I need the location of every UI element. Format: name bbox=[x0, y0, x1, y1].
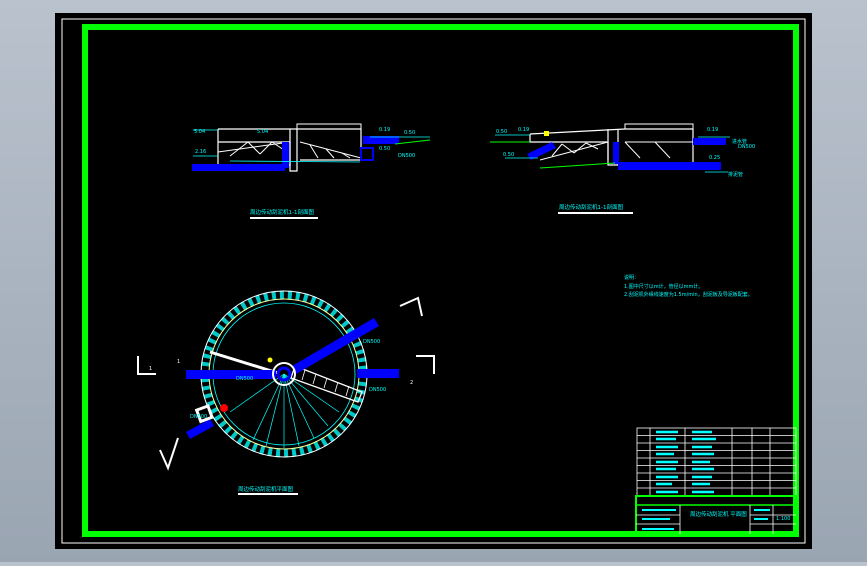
title-drawing-name: 周边传动刮泥机 平面图 bbox=[690, 510, 747, 518]
section-a-label: DN500 bbox=[398, 153, 415, 159]
section-b-label: 0.50 bbox=[503, 152, 514, 158]
notes-line: 1.图中尺寸以m计，管径以mm计。 bbox=[624, 283, 703, 290]
section-b-label: 0.50 bbox=[496, 129, 507, 135]
parts-table-fill bbox=[656, 430, 716, 494]
marker-dot bbox=[220, 404, 228, 412]
section-a-label: 0.50 bbox=[379, 146, 390, 152]
section-a-label: 0.50 bbox=[404, 130, 415, 136]
section-a-label: 2.16 bbox=[195, 149, 206, 155]
notes-line: 2.刮泥机外缘线速度为1.5m/min，刮泥板及导泥板配套。 bbox=[624, 291, 753, 298]
section-b-note: 进水管 bbox=[732, 138, 747, 145]
title-block: 周边传动刮泥机 平面图 1:100 bbox=[635, 495, 797, 535]
section-a-label: 5.04 bbox=[257, 129, 268, 135]
notes-title: 说明： bbox=[624, 274, 639, 281]
plan-label: 1 bbox=[177, 359, 180, 365]
section-b-label: DN500 bbox=[738, 144, 755, 150]
drawing-sheet bbox=[55, 13, 812, 549]
plan-label: DN500 bbox=[190, 414, 207, 420]
plan-label: 2 bbox=[410, 380, 413, 386]
notes: 说明： 1.图中尺寸以m计，管径以mm计。 2.刮泥机外缘线速度为1.5m/mi… bbox=[624, 274, 753, 298]
section-a-caption: 周边传动刮泥机1-1剖面图 bbox=[250, 208, 314, 216]
plan-label: DN500 bbox=[363, 339, 380, 345]
plan-caption: 周边传动刮泥机平面图 bbox=[238, 485, 294, 493]
outer-border bbox=[61, 18, 806, 544]
parts-table bbox=[636, 427, 797, 497]
section-a-label: 5.04 bbox=[194, 129, 205, 135]
section-b-label: 0.19 bbox=[707, 127, 718, 133]
section-b-label: 0.19 bbox=[518, 127, 529, 133]
section-b: 0.50 0.19 0.50 0.19 DN500 0.25 进水管 排泥管 周… bbox=[490, 123, 755, 214]
section-b-caption: 周边传动刮泥机1-1剖面图 bbox=[559, 203, 623, 211]
section-b-note: 排泥管 bbox=[728, 171, 743, 178]
section-b-label: 0.25 bbox=[709, 155, 720, 161]
plan-label: DN500 bbox=[369, 387, 386, 393]
plan-label: 1 bbox=[149, 366, 152, 372]
plan-view: DN500 DN500 DN500 DN500 1 1 2 周边传动刮泥机平面图 bbox=[137, 290, 435, 495]
section-a-label: 0.19 bbox=[379, 127, 390, 133]
title-sheet: 1:100 bbox=[776, 516, 790, 522]
plan-label: DN500 bbox=[236, 376, 253, 382]
inner-frame bbox=[82, 24, 799, 537]
section-a: 5.04 5.04 2.16 0.50 0.19 0.50 DN500 周边传动… bbox=[192, 123, 431, 219]
